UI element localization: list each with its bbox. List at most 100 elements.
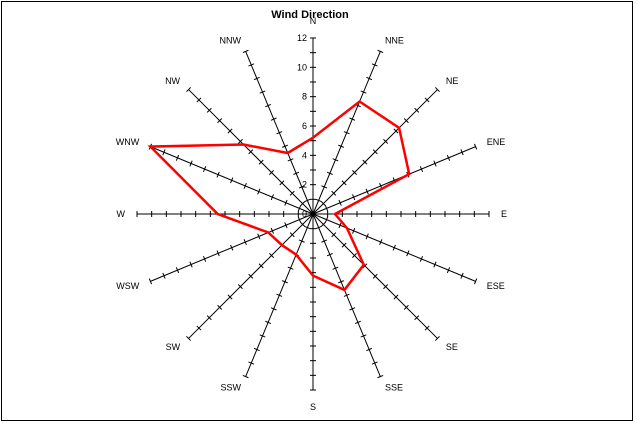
tick-mark (315, 225, 322, 230)
tick-mark (377, 374, 384, 379)
tick-mark (253, 76, 260, 81)
tick-mark (202, 255, 207, 262)
tick-mark (186, 335, 192, 341)
tick-mark (460, 272, 464, 279)
tick-mark (216, 250, 220, 257)
tick-mark (257, 233, 261, 240)
tick-mark (162, 149, 166, 156)
direction-label-se: SE (446, 342, 458, 352)
tick-mark (366, 76, 373, 81)
tick-mark (332, 158, 339, 162)
tick-mark (242, 374, 249, 379)
tick-mark (270, 227, 274, 234)
tick-mark (258, 263, 264, 269)
tick-marks (136, 37, 490, 391)
tick-mark (406, 250, 410, 257)
tick-mark (202, 166, 207, 173)
tick-mark (189, 160, 193, 167)
tick-label: 10 (297, 62, 307, 72)
tick-mark (372, 149, 378, 155)
tick-mark (321, 239, 328, 243)
tick-mark (365, 188, 369, 195)
tick-mark (270, 117, 277, 121)
direction-label-nnw: NNW (220, 35, 242, 45)
tick-mark (349, 117, 356, 121)
tick-mark (227, 128, 233, 134)
tick-mark (162, 272, 166, 279)
tick-mark (403, 304, 409, 310)
tick-mark (248, 63, 255, 67)
tick-mark (269, 170, 274, 175)
tick-mark (341, 242, 347, 248)
series-group (147, 99, 411, 292)
direction-label-wnw: WNW (116, 137, 140, 147)
tick-mark (473, 278, 478, 285)
tick-mark (281, 144, 288, 148)
tick-mark (148, 278, 153, 285)
tick-mark (300, 221, 306, 227)
tick-mark (281, 280, 288, 284)
direction-label-nne: NNE (385, 35, 404, 45)
tick-mark (243, 239, 247, 246)
tick-mark (304, 225, 311, 230)
tick-mark (343, 131, 350, 135)
tick-mark (433, 261, 437, 268)
tick-mark (265, 103, 272, 108)
tick-mark (189, 261, 193, 268)
tick-mark (360, 90, 367, 94)
direction-label-ssw: SSW (221, 383, 242, 393)
tick-mark (297, 216, 302, 223)
tick-label: 8 (302, 92, 307, 102)
tick-mark (243, 182, 247, 189)
axis-spokes (137, 38, 489, 390)
tick-mark (383, 138, 389, 144)
tick-mark (372, 273, 378, 279)
tick-mark (242, 49, 249, 54)
tick-mark (265, 320, 272, 325)
tick-mark (331, 232, 337, 238)
tick-mark (196, 325, 202, 331)
tick-mark (321, 185, 328, 189)
tick-mark (284, 199, 288, 206)
tick-mark (434, 87, 440, 93)
tick-mark (217, 304, 223, 310)
tick-mark (279, 180, 285, 186)
tick-mark (414, 315, 420, 321)
tick-mark (419, 255, 424, 262)
tick-mark (257, 188, 261, 195)
tick-mark (362, 159, 368, 165)
direction-label-ne: NE (446, 76, 459, 86)
tick-mark (315, 198, 322, 203)
tick-mark (371, 361, 378, 365)
tick-mark (270, 307, 277, 311)
tick-mark (289, 232, 295, 238)
tick-mark (206, 315, 212, 321)
tick-mark (352, 194, 356, 201)
direction-label-e: E (501, 209, 507, 219)
tick-mark (379, 239, 383, 246)
tick-mark (365, 233, 369, 240)
tick-mark (433, 160, 437, 167)
tick-mark (332, 266, 339, 270)
tick-mark (446, 267, 451, 274)
tick-mark (414, 107, 420, 113)
tick-mark (175, 267, 180, 274)
tick-mark (341, 180, 347, 186)
direction-label-wsw: WSW (116, 281, 139, 291)
tick-mark (324, 205, 329, 212)
tick-mark (297, 205, 302, 212)
direction-label-ese: ESE (487, 281, 505, 291)
tick-mark (217, 118, 223, 124)
tick-mark (371, 63, 378, 67)
tick-mark (248, 361, 255, 365)
tick-mark (293, 171, 300, 175)
direction-label-n: N (310, 16, 317, 26)
tick-mark (287, 266, 294, 270)
tick-mark (276, 293, 283, 297)
tick-mark (326, 171, 333, 175)
tick-mark (338, 222, 342, 229)
tick-mark (230, 244, 234, 251)
